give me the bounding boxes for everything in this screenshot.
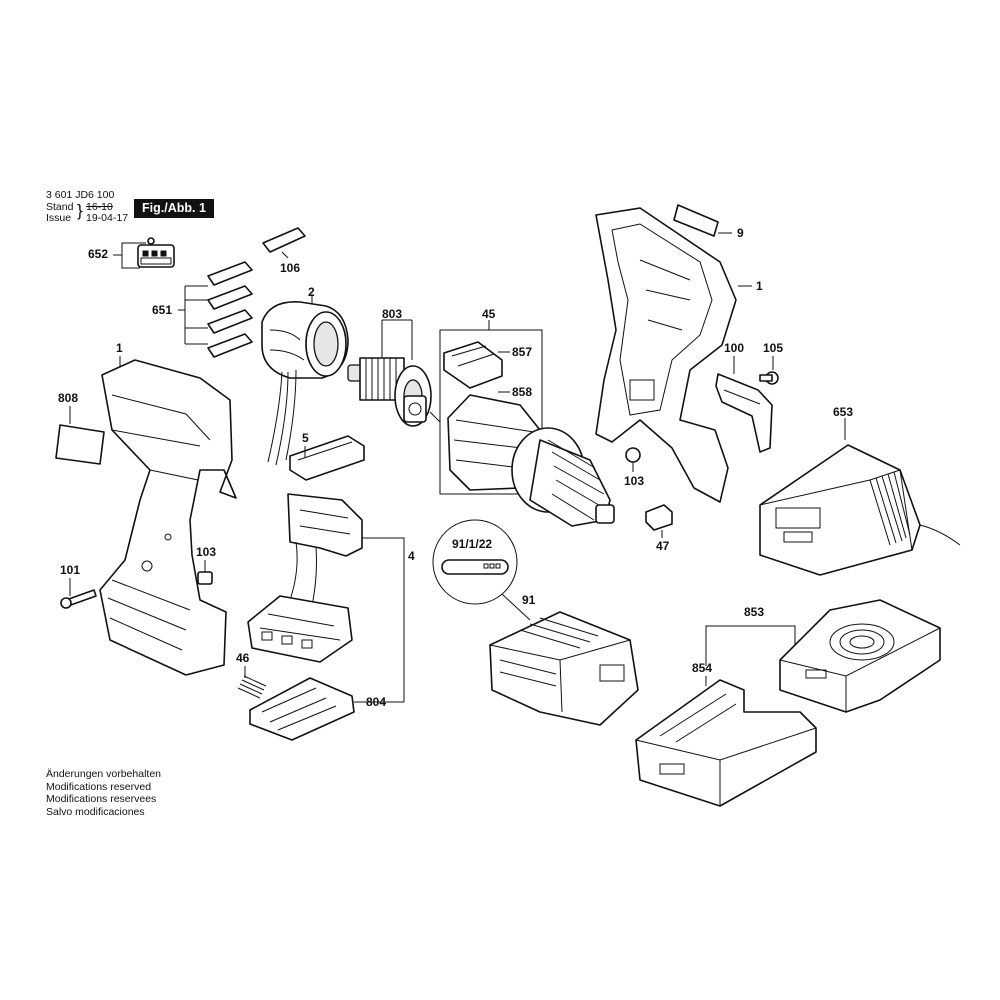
leader-853 <box>705 625 796 666</box>
charger-653 <box>759 444 961 576</box>
switch-module-652 <box>137 237 175 268</box>
callout-857: 857 <box>512 345 532 359</box>
callout-803: 803 <box>382 307 402 321</box>
callout-91-1-22: 91/1/22 <box>452 537 492 551</box>
contact-plate-804 <box>249 677 355 741</box>
detail-circle-91-1-22 <box>432 519 518 605</box>
callout-9: 9 <box>737 226 744 240</box>
callout-1-right: 1 <box>756 279 763 293</box>
leader-652 <box>113 242 146 269</box>
callout-804: 804 <box>366 695 386 709</box>
callout-2: 2 <box>308 285 315 299</box>
old-date: 16-10 <box>86 201 113 213</box>
part-number: 3 601 JD6 100 <box>46 189 115 201</box>
housing-half-left-1 <box>99 359 237 676</box>
callout-103-left: 103 <box>196 545 216 559</box>
label-808 <box>55 424 105 465</box>
screw-101 <box>60 589 97 609</box>
nut-103-left <box>197 571 213 585</box>
callout-854: 854 <box>692 661 712 675</box>
battery-adapter-854 <box>635 679 817 807</box>
badge-plates-651 <box>207 261 253 358</box>
figure-label: Fig./Abb. 1 <box>134 199 214 218</box>
name-plate-91-1-22 <box>441 559 509 575</box>
badge-plate-106 <box>262 227 306 253</box>
note-es: Salvo modificaciones <box>46 805 145 818</box>
notes-block: Änderungen vorbehalten Modifications res… <box>46 768 161 818</box>
housing-half-right-1 <box>595 204 737 503</box>
issue-label: Issue <box>46 212 72 224</box>
battery-91 <box>489 611 639 726</box>
leader-651 <box>178 285 208 345</box>
callout-858: 858 <box>512 385 532 399</box>
stand-label: Stand <box>46 201 74 213</box>
callout-100: 100 <box>724 341 744 355</box>
switch-electronics-4 <box>247 493 363 663</box>
leader-91 <box>501 593 531 621</box>
callout-5: 5 <box>302 431 309 445</box>
callout-651: 651 <box>152 303 172 317</box>
callout-46: 46 <box>236 651 250 665</box>
note-de: Änderungen vorbehalten <box>46 768 162 780</box>
leader-106 <box>281 251 289 259</box>
callout-45: 45 <box>482 307 496 321</box>
callout-103-right: 103 <box>624 474 644 488</box>
screw-105 <box>759 371 779 385</box>
leader-803-gear <box>429 411 441 423</box>
callout-101: 101 <box>60 563 80 577</box>
note-en: Modifications reserved <box>46 780 152 793</box>
callout-4: 4 <box>408 549 415 563</box>
callout-1-left: 1 <box>116 341 123 355</box>
callout-105: 105 <box>763 341 783 355</box>
note-fr: Modifications reservees <box>46 793 157 805</box>
slide-5 <box>289 435 365 481</box>
spring-46 <box>237 675 267 699</box>
inductive-charger-853 <box>779 599 941 713</box>
callout-853: 853 <box>744 605 764 619</box>
new-date: 19-04-17 <box>86 212 129 224</box>
leader-4 <box>362 537 405 702</box>
nut-103-right <box>625 447 641 463</box>
callout-808: 808 <box>58 391 78 405</box>
callout-106: 106 <box>280 261 300 275</box>
armature-803 <box>347 357 432 427</box>
stator-2 <box>261 301 349 466</box>
callout-47: 47 <box>656 539 670 553</box>
belt-clip-100 <box>715 373 773 453</box>
callout-91: 91 <box>522 593 536 607</box>
slider-47 <box>645 504 673 531</box>
leader-803 <box>381 319 413 360</box>
group-box-45 <box>439 329 543 495</box>
brace-icon: } <box>77 201 83 220</box>
callout-652: 652 <box>88 247 108 261</box>
clip-857 <box>443 341 503 389</box>
gearbox-chuck <box>447 394 615 527</box>
callout-653: 653 <box>833 405 853 419</box>
